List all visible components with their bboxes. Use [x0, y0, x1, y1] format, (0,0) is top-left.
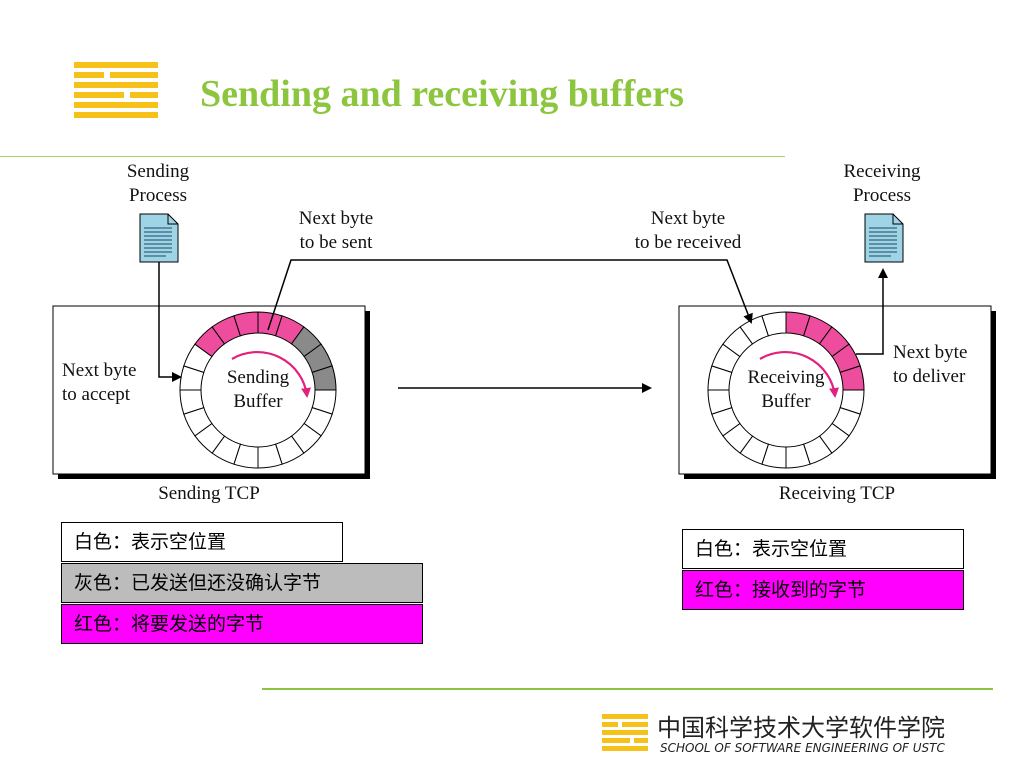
school-name-en: SCHOOL OF SOFTWARE ENGINEERING OF USTC [660, 741, 945, 755]
legend-right-white: 白色：表示空位置 [682, 529, 964, 569]
legend-left-gray: 灰色：已发送但还没确认字节 [61, 563, 423, 603]
sending-process-doc-icon [139, 213, 179, 263]
school-name-cn: 中国科学技术大学软件学院 [657, 714, 945, 742]
logo-icon [74, 62, 158, 118]
sending-buffer-ring [179, 311, 337, 469]
sent-to-received-line [267, 259, 753, 331]
receiving-direction-arrow [759, 351, 839, 398]
legend-left-white: 白色：表示空位置 [61, 522, 343, 562]
legend-left-pink: 红色：将要发送的字节 [61, 604, 423, 644]
receiving-buffer-ring [707, 311, 865, 469]
receiving-process-doc-icon [864, 213, 904, 263]
sending-direction-arrow [231, 351, 311, 398]
receiving-tcp-label: Receiving TCP [778, 483, 896, 504]
footer-divider [262, 688, 993, 690]
page-title: Sending and receiving buffers [200, 73, 684, 115]
process-to-buffer-arrow [158, 262, 182, 382]
legend-right-pink: 红色：接收到的字节 [682, 570, 964, 610]
buffer-to-process-arrow [856, 268, 888, 355]
title-divider [0, 156, 785, 157]
sending-tcp-label: Sending TCP [158, 483, 260, 504]
buffer-segment [707, 389, 733, 415]
school-logo-icon [602, 714, 648, 751]
buffer-segment [179, 389, 205, 415]
